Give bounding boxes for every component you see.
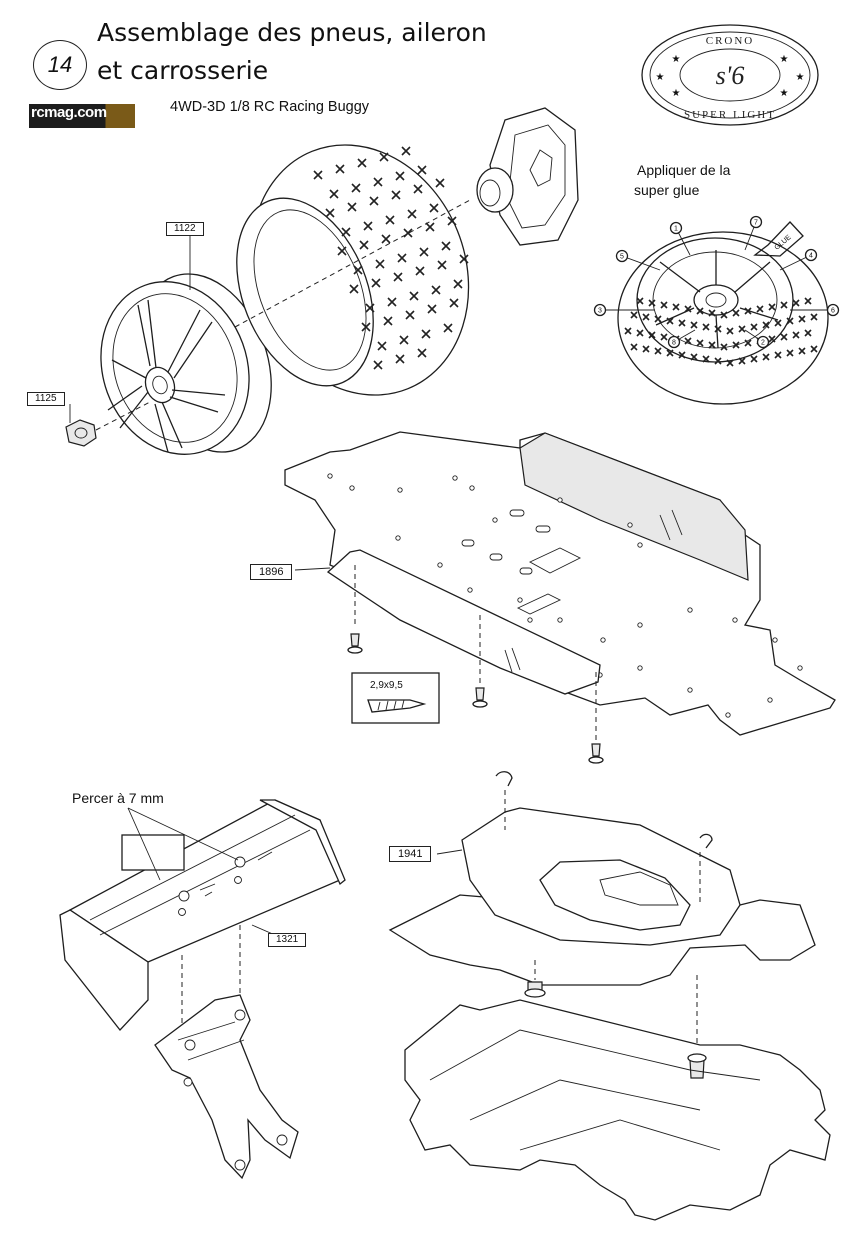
part-label-plate: 1896 (250, 564, 293, 580)
svg-text:★: ★ (672, 54, 681, 65)
glue-point-number: 7 (754, 220, 758, 227)
chassis-plate-drawing (284, 431, 836, 740)
body-shell-drawing (388, 771, 816, 1079)
screw-size-label: 2,9x9,5 (370, 680, 403, 691)
glue-point-number: 1 (674, 226, 678, 233)
glue-point-number: 8 (672, 340, 676, 347)
chassis-screws (347, 633, 604, 764)
part-label-body: 1941 (389, 846, 432, 862)
glue-point-number: 4 (809, 253, 813, 260)
rcmag-logo (29, 104, 135, 128)
part-label-wing: 1321 (268, 933, 307, 947)
svg-text:★: ★ (780, 54, 789, 65)
glue-point-number: 3 (598, 308, 602, 315)
part-label-rim: 1122 (166, 222, 204, 236)
page-title-line-1: Assemblage des pneus, aileron (97, 18, 487, 47)
tyre-drawing (234, 144, 471, 396)
chassis-outline-drawing (404, 999, 831, 1221)
svg-text:★: ★ (796, 72, 805, 83)
svg-text:★: ★ (672, 88, 681, 99)
brand-logo-top: CRONO (706, 35, 755, 47)
part-label-nut: 1125 (27, 392, 65, 406)
nut-drawing (65, 401, 151, 447)
page-title-line-2: et carrosserie (97, 56, 269, 85)
brand-logo-center: s'6 (716, 61, 745, 90)
glue-note-line-1: Appliquer de la (637, 162, 731, 178)
glue-point-number: 6 (831, 308, 835, 315)
hub-carrier-drawing (476, 107, 579, 246)
glue-note-line-2: super glue (634, 182, 700, 198)
brand-logo-bottom: SUPER LIGHT (684, 109, 776, 121)
glued-wheel-drawing: GLUE (617, 221, 829, 405)
rim-drawing (100, 273, 272, 455)
svg-text:★: ★ (780, 88, 789, 99)
rear-wing-drawing (59, 799, 346, 1035)
glue-point-markers: 1 7 5 4 3 6 8 2 (593, 215, 840, 349)
glue-point-number: 2 (761, 340, 765, 347)
svg-text:★: ★ (656, 72, 665, 83)
drill-note: Percer à 7 mm (72, 790, 164, 806)
page-subtitle: 4WD-3D 1/8 RC Racing Buggy (170, 99, 370, 115)
screw-size-box: 2,9x9,5 (351, 672, 440, 724)
glue-bottle (753, 221, 804, 257)
wing-mount-drawing (154, 994, 299, 1180)
crono-logo: CRONO s'6 SUPER LIGHT ★ ★ ★ ★ ★ ★ (641, 24, 819, 126)
step-number: 14 (33, 40, 87, 90)
rcmag-logo-text: rcmag.com (31, 104, 107, 121)
glue-point-number: 5 (620, 254, 624, 261)
